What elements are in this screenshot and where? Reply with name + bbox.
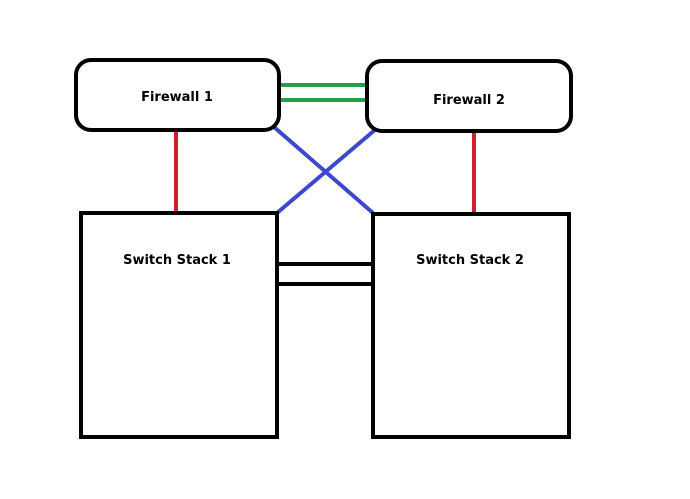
firewall-1-node: Firewall 1 [74,58,281,132]
firewall-1-box [74,58,281,132]
firewall-2-to-switch-stack-1-link [275,127,378,215]
firewall-2-node: Firewall 2 [365,59,573,133]
switch-stack-1-box [79,211,279,439]
firewall-2-label: Firewall 2 [433,93,505,108]
switch-stack-1-node: Switch Stack 1 [79,211,279,439]
switch-stack-2-box [371,212,571,439]
switch-stack-2-node: Switch Stack 2 [371,212,571,439]
firewall-1-to-switch-stack-2-link [272,125,375,215]
switch-stack-1-label: Switch Stack 1 [123,253,231,268]
switch-stack-2-label: Switch Stack 2 [416,253,524,268]
firewall-2-box [365,59,573,133]
firewall-1-label: Firewall 1 [141,90,213,105]
